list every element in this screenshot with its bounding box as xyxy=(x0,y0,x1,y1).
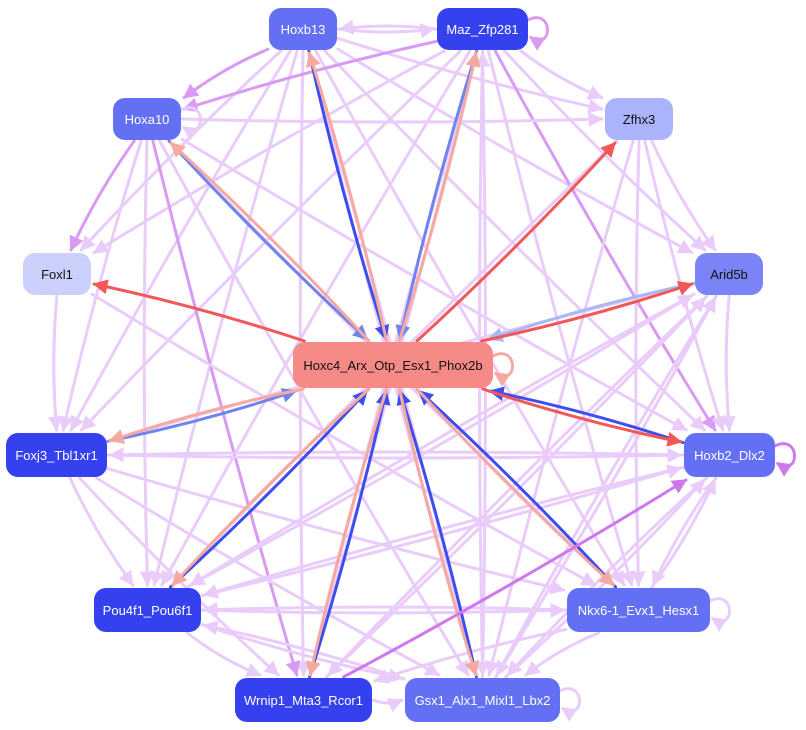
edge-foxl1-to-foxj3 xyxy=(47,294,63,432)
self-loop-hoxb2 xyxy=(772,442,796,477)
edge-hoxc4-to-pou4f1 xyxy=(171,387,371,587)
edge-hoxb13-to-nkx6 xyxy=(314,49,626,587)
node-wrnip1-mta3-rcor1[interactable]: Wrnip1_Mta3_Rcor1 xyxy=(235,678,372,722)
edge-gsx1-to-arid5b xyxy=(494,296,717,679)
edge-maz-to-hoxb13 xyxy=(338,19,438,35)
edge-foxj3-to-pou4f1 xyxy=(68,476,135,587)
edge-wrnip1-to-arid5b xyxy=(325,296,707,679)
node-gsx1-alx1-mixl1-lbx2[interactable]: Gsx1_Alx1_Mixl1_Lbx2 xyxy=(405,678,560,722)
edge-hoxb2-to-hoxc4 xyxy=(488,386,685,445)
edge-wrnip1-to-gsx1 xyxy=(371,698,404,713)
edge-foxj3-to-hoxc4 xyxy=(106,388,298,443)
node-label: Wrnip1_Mta3_Rcor1 xyxy=(244,692,363,708)
edge-arid5b-to-gsx1 xyxy=(495,294,718,677)
edge-hoxa10-to-zfhx3 xyxy=(180,111,604,127)
node-label: Foxl1 xyxy=(41,266,73,282)
edge-foxl1-to-nkx6 xyxy=(90,292,597,587)
node-label: Hoxb13 xyxy=(280,21,326,37)
edge-pou4f1-to-hoxc4 xyxy=(169,389,369,589)
edge-hoxc4-to-hoxa10 xyxy=(169,141,371,343)
edge-hoxc4-to-wrnip1 xyxy=(305,387,389,677)
edge-arid5b-to-pou4f1 xyxy=(189,292,696,587)
self-loop-gsx1 xyxy=(557,687,581,722)
edge-foxj3-to-hoxb2 xyxy=(106,447,683,463)
edge-wrnip1-to-hoxc4 xyxy=(308,389,391,679)
edge-nkx6-to-gsx1 xyxy=(524,631,601,677)
edge-hoxc4-to-maz xyxy=(397,51,481,343)
edge-hoxc4-to-hoxb13 xyxy=(306,51,389,343)
edge-hoxb2-to-foxj3 xyxy=(108,447,685,463)
edge-pou4f1-to-arid5b xyxy=(185,293,694,589)
edge-gsx1-to-hoxc4 xyxy=(396,389,478,679)
edge-hoxc4-to-gsx1 xyxy=(397,387,479,677)
edge-arid5b-to-hoxc4 xyxy=(487,282,696,342)
edge-zfhx3-to-arid5b xyxy=(650,139,717,252)
node-hoxb13[interactable]: Hoxb13 xyxy=(269,8,337,50)
edge-hoxc4-to-foxl1 xyxy=(92,279,306,343)
edge-hoxc4-to-nkx6 xyxy=(415,387,615,587)
edge-nkx6-to-pou4f1 xyxy=(202,602,568,618)
edge-hoxc4-to-hoxb2 xyxy=(481,387,683,447)
node-hoxa10[interactable]: Hoxa10 xyxy=(113,98,181,140)
edge-hoxa10-to-gsx1 xyxy=(158,139,470,677)
edge-pou4f1-to-nkx6 xyxy=(200,602,566,618)
edge-maz-to-pou4f1 xyxy=(160,49,472,587)
edge-maz-to-hoxc4 xyxy=(395,49,479,341)
edge-nkx6-to-hoxb2 xyxy=(650,478,717,589)
node-label: Arid5b xyxy=(710,266,748,282)
self-loop-hoxc4 xyxy=(490,352,514,387)
node-arid5b[interactable]: Arid5b xyxy=(695,253,763,295)
node-foxl1[interactable]: Foxl1 xyxy=(23,253,91,295)
node-foxj3-tbl1xr1[interactable]: Foxj3_Tbl1xr1 xyxy=(6,433,107,477)
edge-maz-to-foxl1 xyxy=(92,49,446,255)
edge-wrnip1-to-hoxb2 xyxy=(342,478,688,679)
edge-arid5b-to-hoxb2 xyxy=(720,294,736,432)
self-loop-hoxa10 xyxy=(178,106,202,141)
node-label: Pou4f1_Pou6f1 xyxy=(102,602,193,618)
node-label: Hoxb2_Dlx2 xyxy=(694,447,765,463)
edge-hoxa10-to-pou4f1 xyxy=(139,139,155,587)
edge-hoxc4-to-arid5b xyxy=(480,281,694,343)
node-label: Hoxc4_Arx_Otp_Esx1_Phox2b xyxy=(303,357,483,373)
edge-hoxb13-to-hoxc4 xyxy=(307,49,390,341)
self-loop-maz xyxy=(525,16,549,51)
node-hoxb2-dlx2[interactable]: Hoxb2_Dlx2 xyxy=(684,433,775,477)
edge-pou4f1-to-wrnip1 xyxy=(185,631,262,677)
edge-hoxc4-to-foxj3 xyxy=(108,387,305,444)
edge-hoxb13-to-maz xyxy=(336,23,436,39)
edge-hoxa10-to-hoxc4 xyxy=(167,139,369,341)
edge-hoxb2-to-pou4f1 xyxy=(202,465,685,599)
self-loops-group xyxy=(178,16,796,722)
node-label: Hoxa10 xyxy=(124,111,170,127)
edge-hoxb13-to-hoxa10 xyxy=(182,47,270,100)
node-zfhx3[interactable]: Zfhx3 xyxy=(605,98,673,140)
edge-hoxc4-to-zfhx3 xyxy=(415,141,617,343)
edge-maz-to-zfhx3 xyxy=(519,49,604,100)
edge-maz-to-hoxa10 xyxy=(182,40,438,113)
node-label: Zfhx3 xyxy=(622,111,656,127)
edge-hoxa10-to-foxl1 xyxy=(69,139,136,252)
edge-foxj3-to-nkx6 xyxy=(106,467,566,595)
node-hoxc4-arx-otp-esx1-phox2b[interactable]: Hoxc4_Arx_Otp_Esx1_Phox2b xyxy=(293,342,493,388)
edge-gsx1-to-pou4f1 xyxy=(202,620,406,681)
edges-group xyxy=(47,19,736,713)
edge-nkx6-to-hoxc4 xyxy=(417,389,617,589)
node-maz-zfp281[interactable]: Maz_Zfp281 xyxy=(437,8,528,50)
self-loop-nkx6 xyxy=(707,597,731,632)
node-label: Gsx1_Alx1_Mixl1_Lbx2 xyxy=(414,692,551,708)
node-label: Maz_Zfp281 xyxy=(446,21,519,37)
node-label: Nkx6-1_Evx1_Hesx1 xyxy=(577,602,700,618)
node-label: Foxj3_Tbl1xr1 xyxy=(15,447,98,463)
node-nkx6-1-evx1-hesx1[interactable]: Nkx6-1_Evx1_Hesx1 xyxy=(567,588,710,632)
node-pou4f1-pou6f1[interactable]: Pou4f1_Pou6f1 xyxy=(94,588,201,632)
